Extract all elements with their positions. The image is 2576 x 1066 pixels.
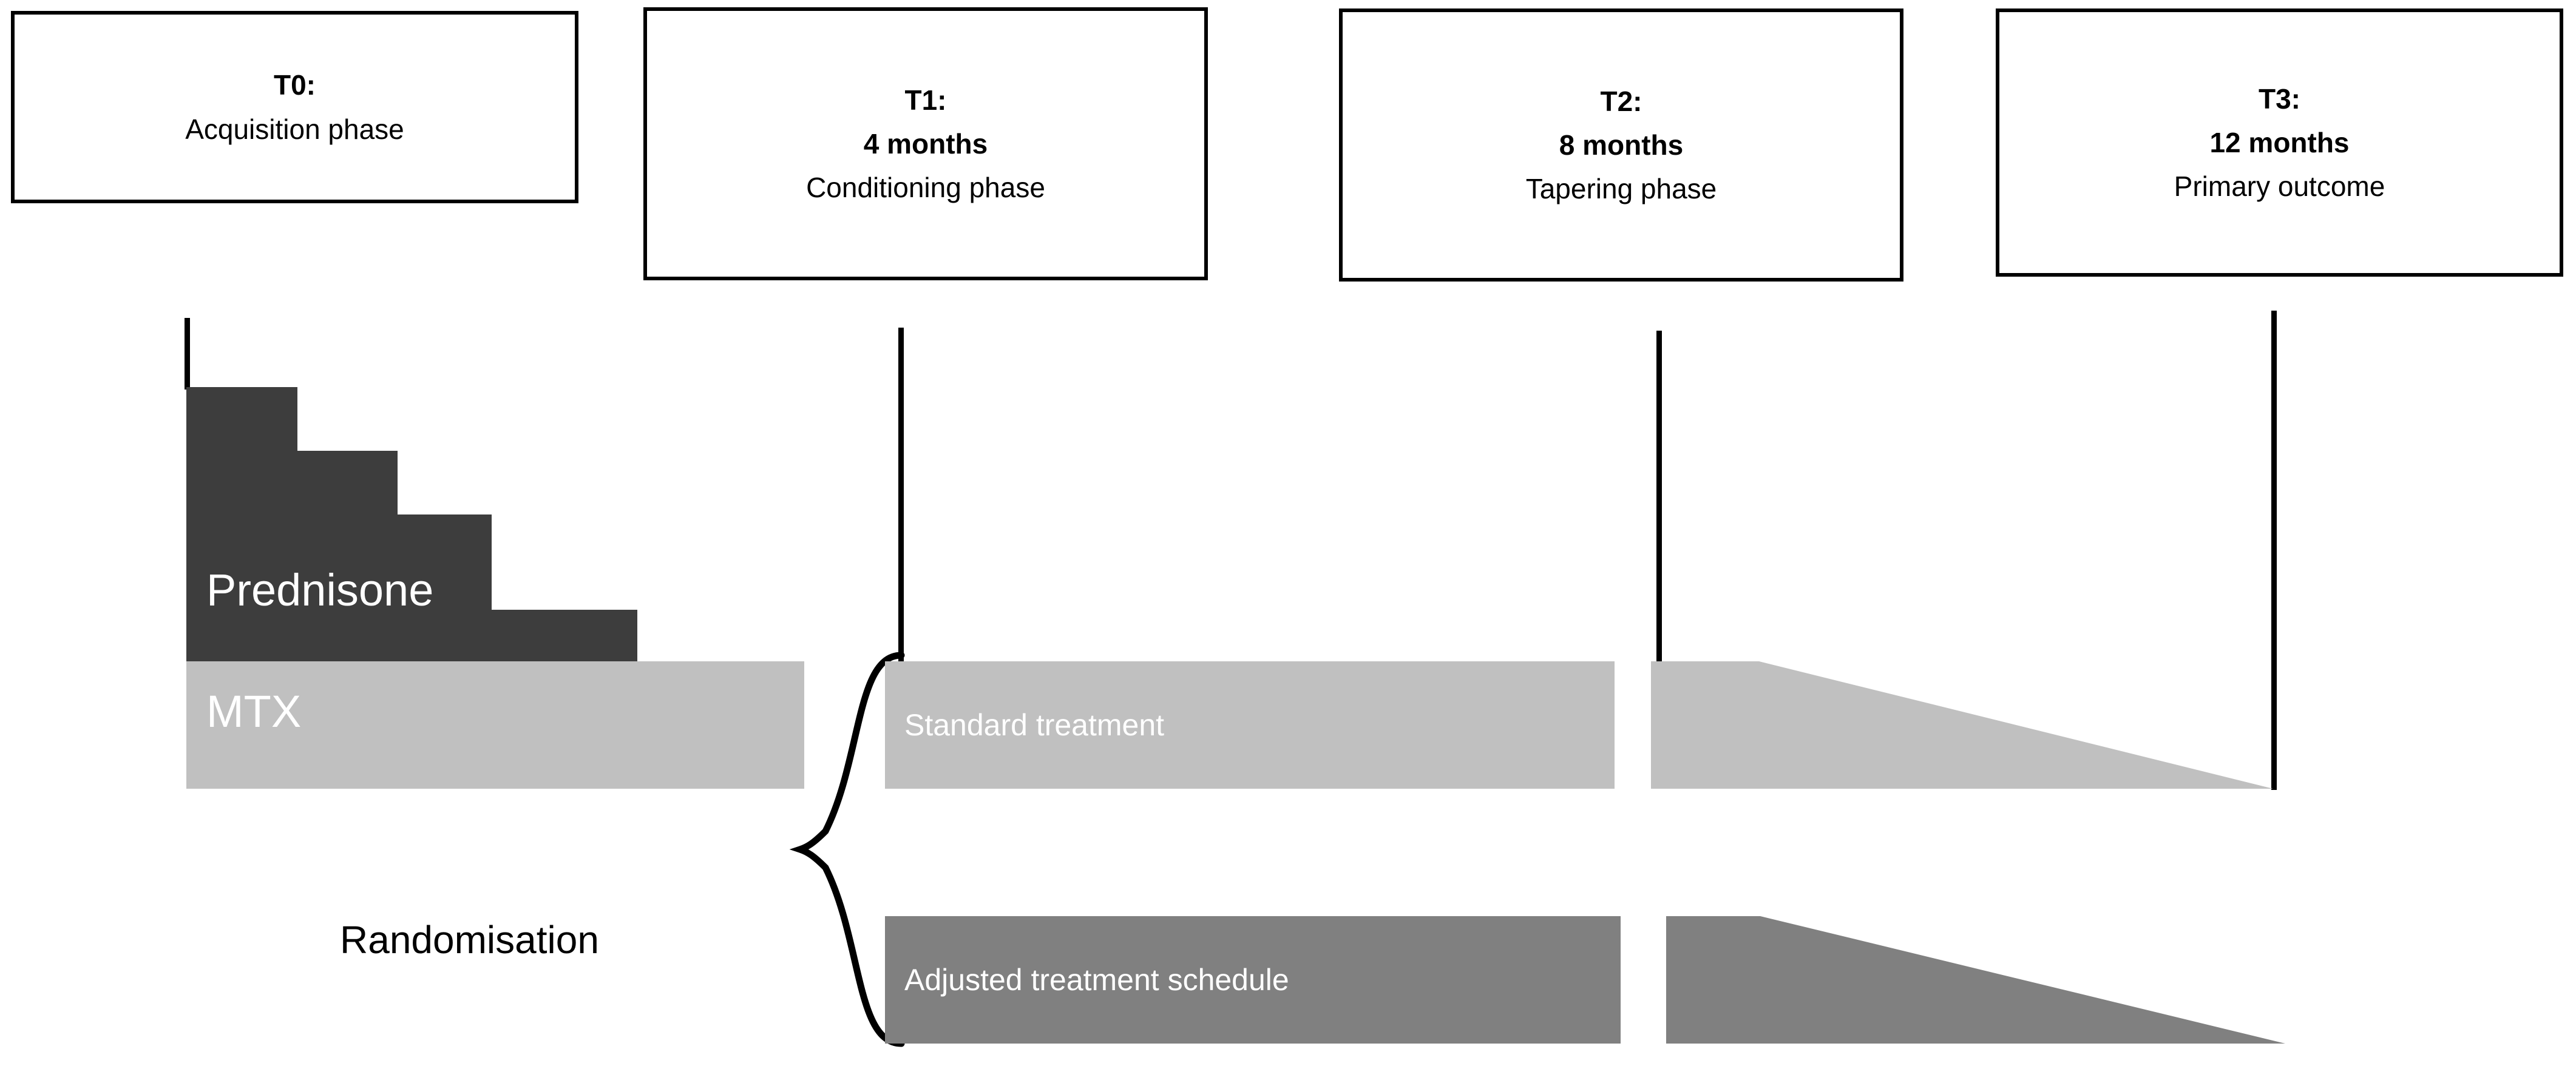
prednisone-step-3 xyxy=(398,514,492,661)
timepoint-tick-t2 xyxy=(1656,331,1662,668)
phase-box-t3: T3: 12 months Primary outcome xyxy=(1996,8,2563,277)
phase-desc-t1: Conditioning phase xyxy=(806,172,1045,204)
timepoint-tick-t0 xyxy=(185,318,190,390)
phase-code-t0: T0: xyxy=(274,69,316,101)
randomisation-brace xyxy=(789,652,905,1047)
phase-box-t2: T2: 8 months Tapering phase xyxy=(1339,8,1903,282)
phase-months-t1: 4 months xyxy=(863,127,988,160)
prednisone-label: Prednisone xyxy=(206,565,434,615)
standard-treatment-taper-wedge xyxy=(1651,661,2273,789)
phase-desc-t0: Acquisition phase xyxy=(185,113,404,145)
prednisone-step-1 xyxy=(186,387,297,661)
phase-desc-t3: Primary outcome xyxy=(2174,170,2385,203)
mtx-bar xyxy=(186,661,804,789)
standard-treatment-label: Standard treatment xyxy=(904,708,1165,742)
phase-box-t1: T1: 4 months Conditioning phase xyxy=(643,7,1208,280)
timepoint-tick-t3 xyxy=(2271,311,2277,790)
prednisone-step-4 xyxy=(492,610,637,661)
timepoint-tick-t1 xyxy=(898,328,904,665)
phase-desc-t2: Tapering phase xyxy=(1525,173,1717,205)
phase-code-t2: T2: xyxy=(1600,85,1642,117)
adjusted-treatment-taper-wedge xyxy=(1666,916,2285,1044)
phase-code-t3: T3: xyxy=(2259,83,2300,115)
adjusted-treatment-bar: Adjusted treatment schedule xyxy=(885,916,1621,1044)
mtx-label: MTX xyxy=(206,686,302,737)
phase-code-t1: T1: xyxy=(904,84,947,116)
adjusted-treatment-label: Adjusted treatment schedule xyxy=(904,963,1289,997)
phase-months-t2: 8 months xyxy=(1559,129,1684,161)
prednisone-step-2 xyxy=(297,451,398,661)
standard-treatment-bar: Standard treatment xyxy=(885,661,1615,789)
phase-box-t0: T0: Acquisition phase xyxy=(11,11,578,203)
phase-months-t3: 12 months xyxy=(2209,126,2350,158)
randomisation-label: Randomisation xyxy=(340,918,599,962)
